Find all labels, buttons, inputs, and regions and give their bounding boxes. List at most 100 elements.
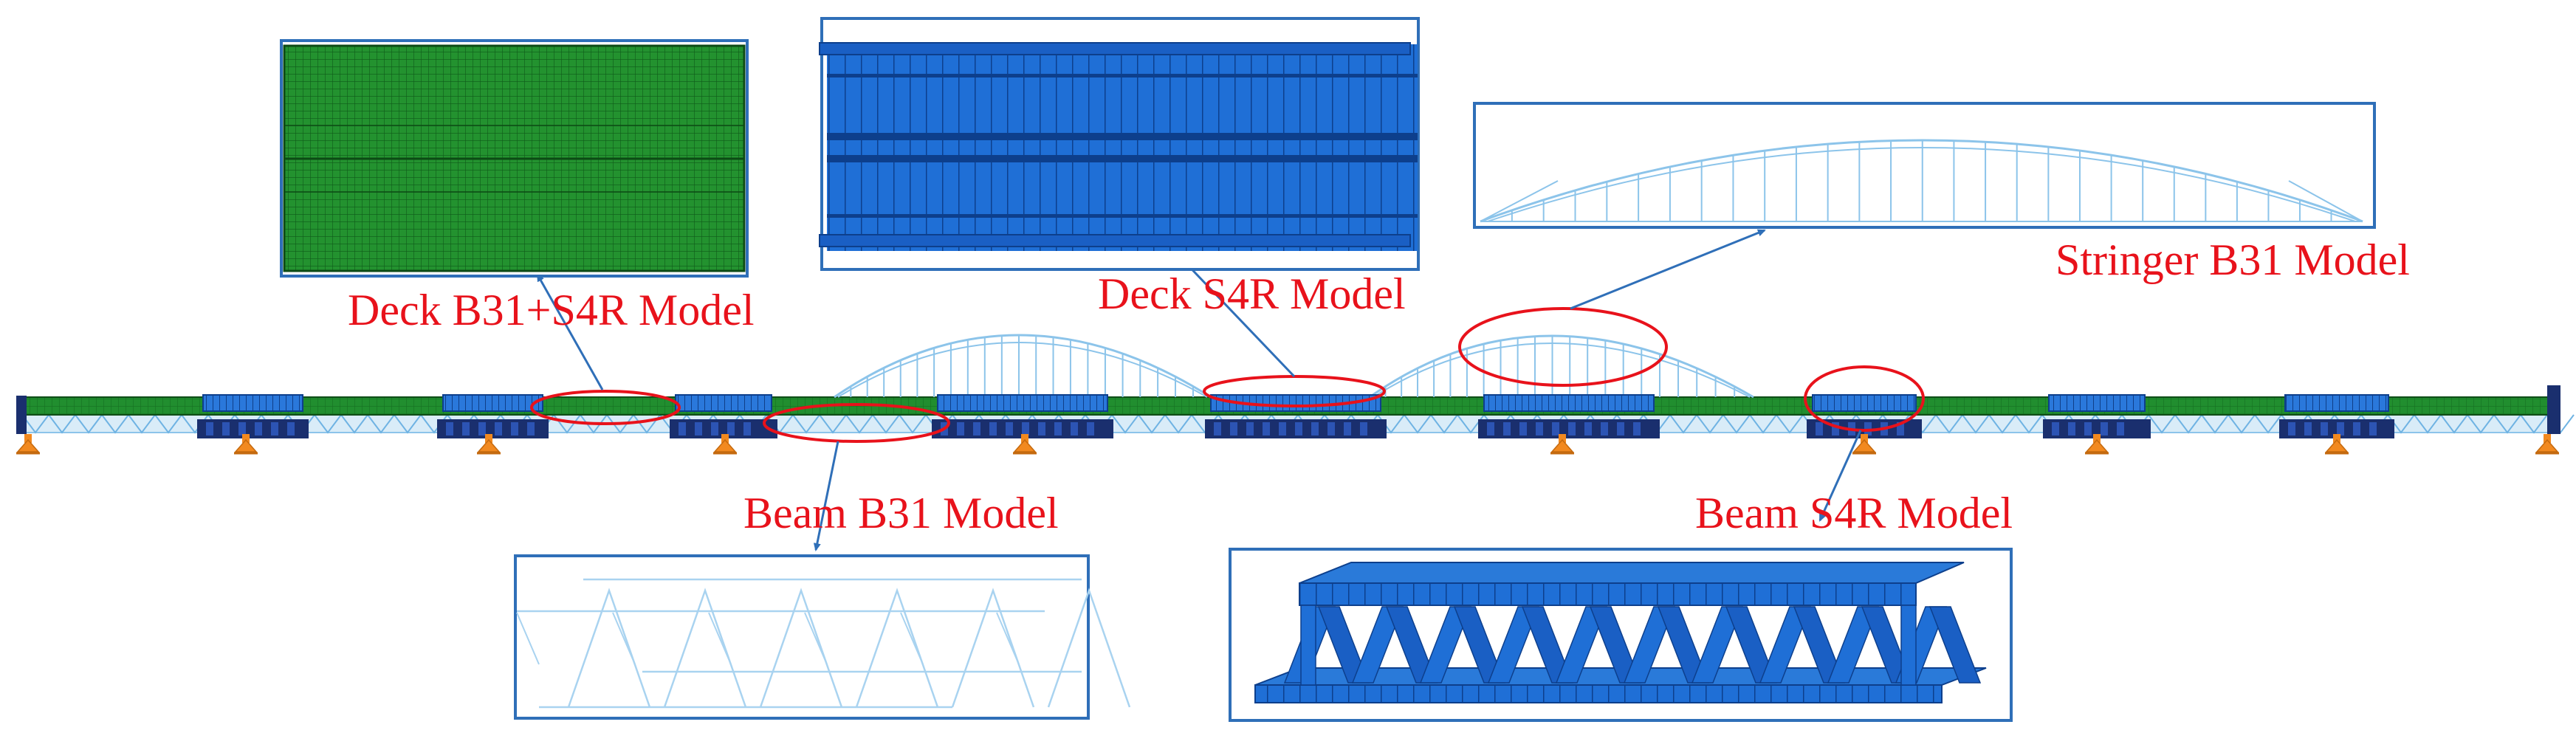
ellipse-deck-b31-s4r [530,390,681,425]
cross-beam-cell [271,422,278,436]
cross-beam-cell [1295,422,1302,436]
cross-beam-cell [1022,422,1029,436]
stringer-end-brace [2288,180,2363,222]
stringer-end-brace [1480,180,1559,222]
cross-beam-cell [1536,422,1543,436]
cross-beam-cell [255,422,262,436]
cross-beam-cell [1360,422,1367,436]
beam-s4r-diagonal [1928,606,1982,684]
support-stem [2544,434,2551,443]
cross-beam-cell [1832,422,1839,436]
deck-block [675,394,772,412]
ellipse-beam-b31 [763,403,950,443]
cross-beam-cell [1487,422,1494,436]
cross-beam-cell [1519,422,1527,436]
cross-beam-cell [711,422,718,436]
beam-s4r-bottom-plate [1254,684,1943,703]
highlight-ellipses [530,307,1925,443]
main-bridge-model [16,229,2575,551]
cross-beam-cell [1503,422,1511,436]
inset-beam-b31 [514,554,1131,720]
cross-beam-cell [1816,422,1823,436]
deck-block [1812,394,1917,412]
label-stringer-b31: Stringer B31 Model [2055,235,2410,284]
cross-beam-cell [2068,422,2075,436]
support-triangle [1013,438,1037,452]
support-triangle [713,438,737,452]
support-triangle [2085,438,2109,452]
support-stem [2093,434,2101,443]
inset-beam-s4r [1229,548,2013,722]
beam-s4r-top-flange [1299,562,1965,584]
support-stem [485,434,492,443]
support-stem [721,434,729,443]
support-stem [2333,434,2340,443]
cross-beam-cell [2084,422,2092,436]
cross-beam-cell [1568,422,1576,436]
cross-beam-cell [1279,422,1286,436]
cross-beam-cell [287,422,295,436]
cross-beam-cell [1552,422,1559,436]
cross-beam-cell [2369,422,2377,436]
beam-b31-web-back [516,612,1020,665]
cross-beam-cell [1087,422,1094,436]
cross-beam-cell [1263,422,1270,436]
cross-beam-cell [1344,422,1351,436]
cross-beam-cell [1038,422,1045,436]
deck-block [937,394,1108,412]
arrow-to-deck-s4r [1180,257,1296,378]
cross-beam-cell [2321,422,2328,436]
support-stem [1021,434,1028,443]
cross-beam-cell [206,422,213,436]
label-beam-b31: Beam B31 Model [743,489,1059,537]
arrow-to-beam-b31 [813,441,839,551]
cross-beam-cell [495,422,502,436]
cross-beam-cell [727,422,735,436]
cross-beam-cell [446,422,453,436]
support-triangle [2535,438,2559,452]
cross-beam-cell [2304,422,2312,436]
support-triangle [234,438,258,452]
cross-beam-cell [1006,422,1013,436]
beam-s4r-end-post [1900,605,1917,686]
cross-beam-cell [1071,422,1078,436]
cross-beam-cell [1584,422,1592,436]
support-stem [242,434,250,443]
cross-beam-cell [679,422,686,436]
deck-block [1483,394,1655,412]
cross-beam-cell [973,422,980,436]
support-stem [1559,434,1566,443]
label-beam-s4r: Beam S4R Model [1695,489,2013,537]
cross-beam-cell [957,422,964,436]
support-triangle [2325,438,2349,452]
cross-beam-cell [2117,422,2124,436]
cross-beam-cell [1246,422,1254,436]
cross-beam-cell [1633,422,1641,436]
beam-s4r-top-plate [1299,582,1917,606]
cross-beam-cell [989,422,997,436]
cross-beam-cell [1617,422,1624,436]
cross-beam-cell [1230,422,1237,436]
deck-block [2284,394,2389,412]
arrow-to-deck-b31-s4r [536,273,604,390]
support-stem [24,434,32,443]
cross-beam-cell [1601,422,1608,436]
label-deck-s4r: Deck S4R Model [1098,269,1406,318]
ellipse-stringer-b31 [1458,307,1668,387]
cross-beam-cell [222,422,230,436]
support-triangle [1852,438,1876,452]
cross-beam-cell [695,422,702,436]
support-triangle [16,438,40,452]
cross-beam-cell [1311,422,1319,436]
support-stem [1861,434,1868,443]
arrow-to-beam-s4r [1818,430,1862,522]
cross-beam-cell [462,422,470,436]
arch-stringers [834,334,1754,399]
cross-beam-cell [2052,422,2059,436]
cross-beam-cell [2101,422,2108,436]
deck-block [2048,394,2146,412]
inset-deck-s4r [819,17,1420,271]
leader-arrows [536,229,1862,551]
